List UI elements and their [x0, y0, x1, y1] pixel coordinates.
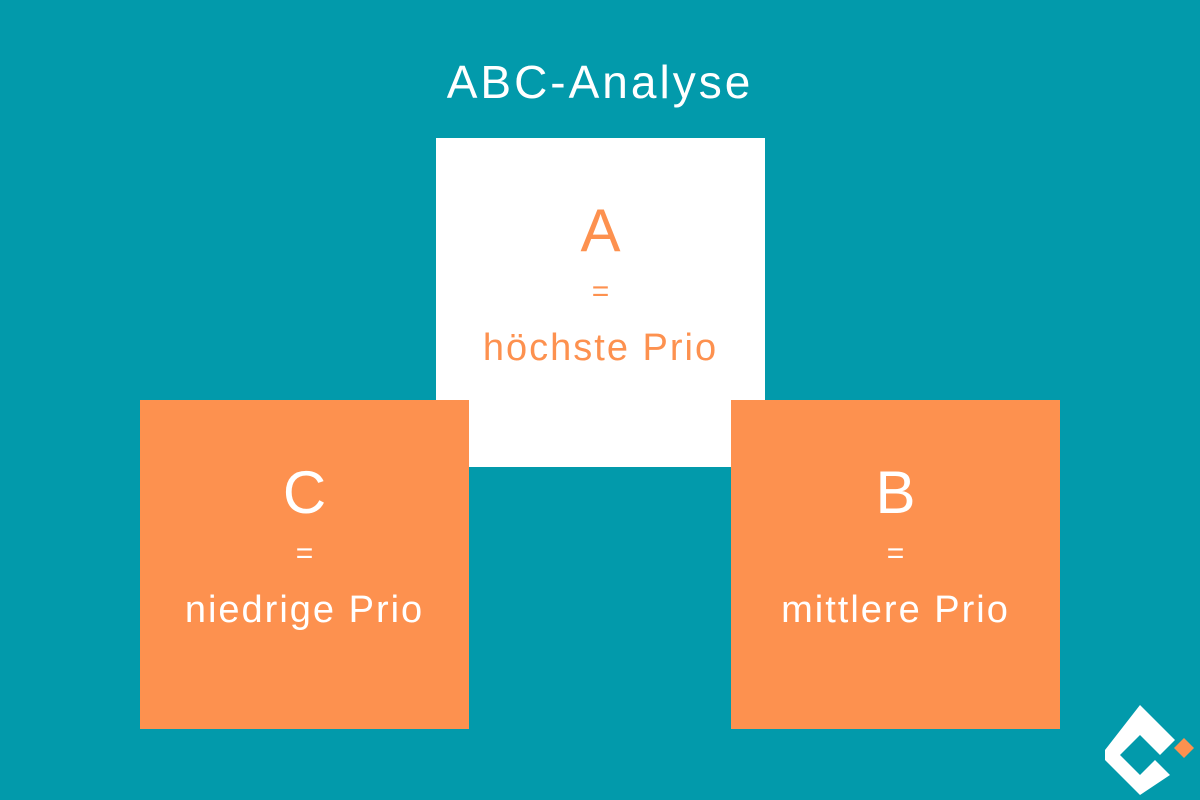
box-a-highest-priority: A = höchste Prio [436, 138, 765, 467]
box-a-label: höchste Prio [482, 327, 719, 369]
box-c-label: niedrige Prio [184, 589, 425, 631]
box-b-equals: = [886, 537, 905, 570]
box-a-equals: = [591, 275, 610, 308]
box-b-medium-priority: B = mittlere Prio [731, 400, 1060, 729]
box-b-label: mittlere Prio [781, 589, 1010, 631]
box-c-equals: = [295, 537, 314, 570]
diagram-title: ABC-Analyse [446, 56, 754, 108]
box-c-letter: C [282, 459, 327, 526]
box-c-low-priority: C = niedrige Prio [140, 400, 469, 729]
brand-logo-icon [1105, 705, 1194, 795]
box-a-letter: A [580, 197, 621, 264]
box-b-letter: B [875, 459, 916, 526]
